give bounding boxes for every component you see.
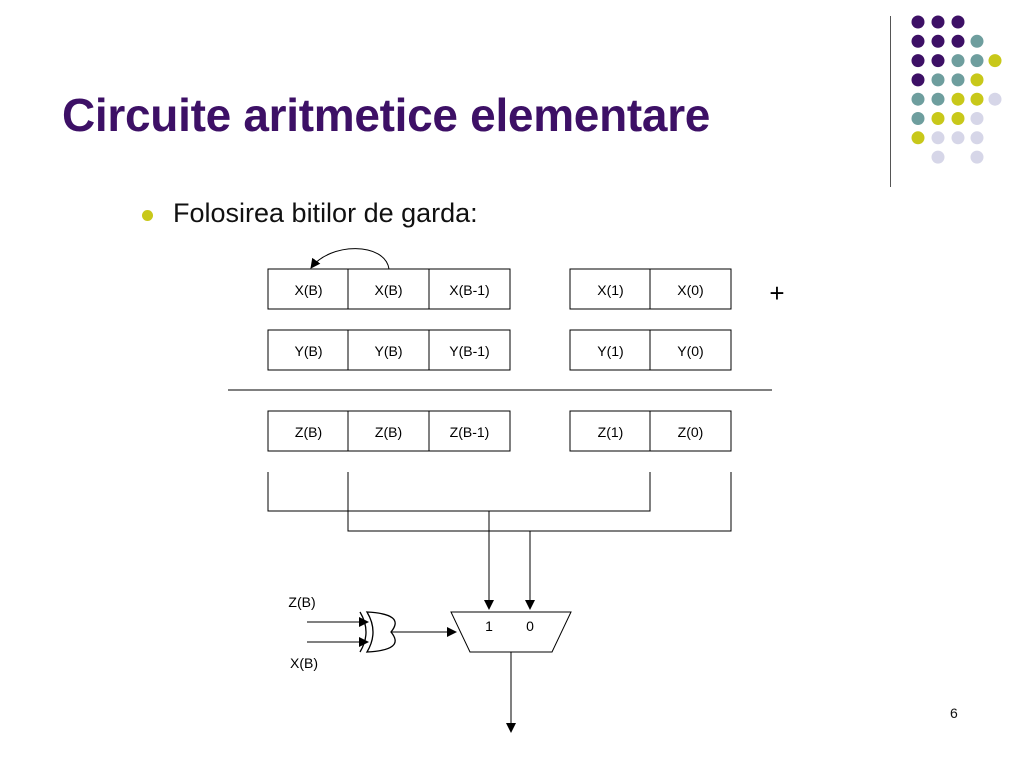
xor-gate [359, 611, 396, 653]
z-register-row: Z(B) Z(B) Z(B-1) Z(1) Z(0) [267, 410, 732, 452]
x-cell-3 [569, 268, 652, 310]
y-cell-label-0: Y(B) [295, 343, 323, 359]
bullet-text: Folosirea bitilor de garda: [173, 198, 478, 228]
z-cell-label-0: Z(B) [295, 424, 322, 440]
y-cell-2 [428, 329, 511, 371]
z-cell-3 [569, 410, 652, 452]
y-cell-label-4: Y(0) [677, 343, 703, 359]
x-cell-label-4: X(0) [677, 282, 703, 298]
y-cell-4 [649, 329, 732, 371]
z-cell-4 [649, 410, 732, 452]
page-number: 6 [950, 705, 958, 721]
y-cell-1 [347, 329, 430, 371]
x-register-row: X(B) X(B) X(B-1) X(1) X(0) [267, 268, 732, 310]
xor-input-label-top: Z(B) [288, 594, 315, 610]
z-cell-2 [428, 410, 511, 452]
x-cell-label-2: X(B-1) [449, 282, 489, 298]
bullet-item: Folosirea bitilor de garda: [142, 198, 478, 229]
bracket-zb-z1 [267, 472, 651, 512]
z-cell-label-2: Z(B-1) [450, 424, 490, 440]
xor-input-label-bottom: X(B) [290, 655, 318, 671]
z-cell-label-1: Z(B) [375, 424, 402, 440]
x-cell-0 [267, 268, 350, 310]
x-cell-1 [347, 268, 430, 310]
bracket-zb-z0 [347, 472, 732, 532]
x-cell-label-3: X(1) [597, 282, 623, 298]
x-cell-label-0: X(B) [295, 282, 323, 298]
z-cell-label-4: Z(0) [678, 424, 704, 440]
multiplexer [450, 611, 572, 653]
x-cell-label-1: X(B) [375, 282, 403, 298]
z-cell-label-3: Z(1) [598, 424, 624, 440]
x-cell-4 [649, 268, 732, 310]
slide-title: Circuite aritmetice elementare [62, 89, 711, 141]
bullet-icon [142, 210, 153, 221]
y-cell-label-1: Y(B) [375, 343, 403, 359]
y-cell-3 [569, 329, 652, 371]
header-divider [890, 16, 891, 187]
z-cell-0 [267, 410, 350, 452]
y-cell-label-3: Y(1) [597, 343, 623, 359]
y-cell-label-2: Y(B-1) [449, 343, 489, 359]
plus-sign: + [769, 278, 784, 308]
sign-extension-arrow [310, 248, 390, 270]
x-cell-2 [428, 268, 511, 310]
mux-input-label-1: 1 [485, 618, 493, 634]
mux-input-label-0: 0 [526, 618, 534, 634]
y-register-row: Y(B) Y(B) Y(B-1) Y(1) Y(0) [267, 329, 732, 371]
